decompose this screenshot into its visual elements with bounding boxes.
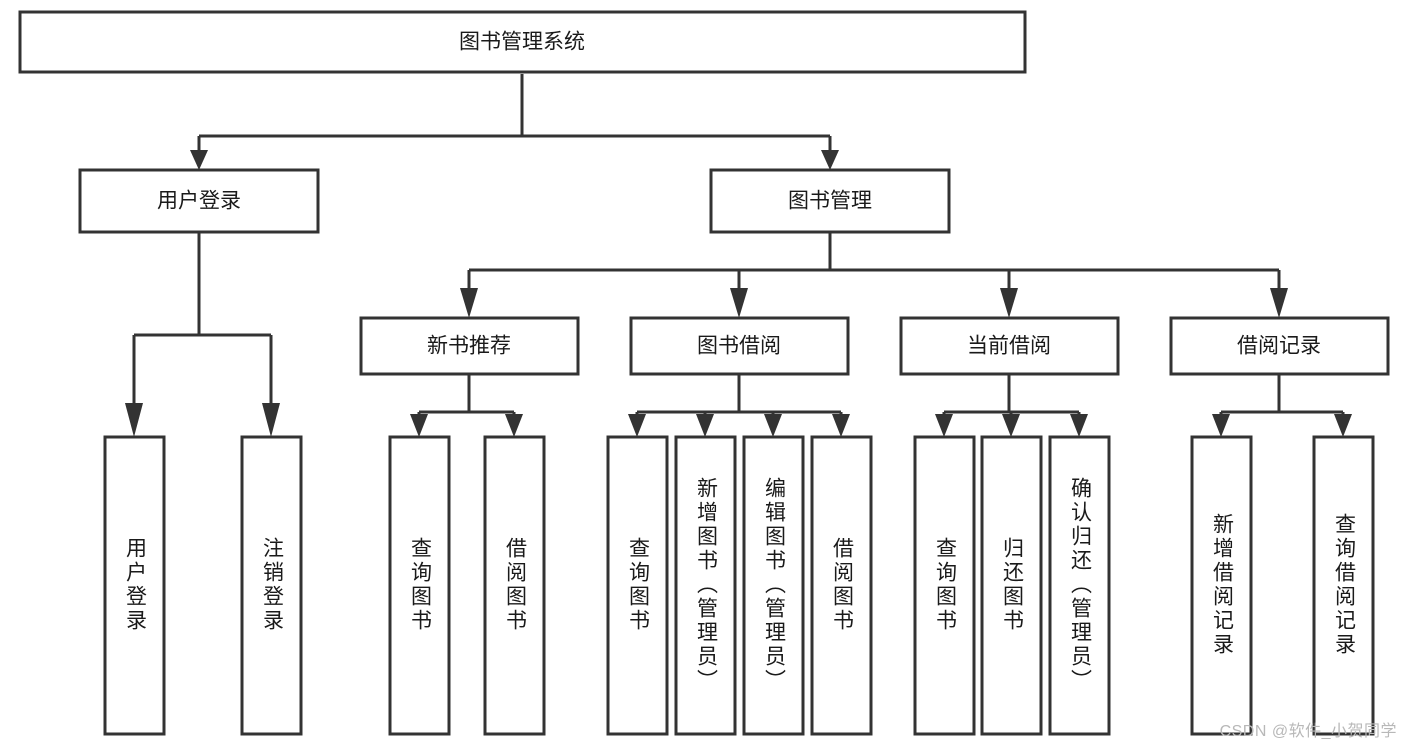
node-box[interactable] [1048, 435, 1111, 736]
node-book-borrow[interactable]: 图书借阅 [629, 316, 850, 376]
node-box[interactable] [388, 435, 451, 736]
node-box[interactable] [1312, 435, 1375, 736]
arrow-head-icon [764, 414, 782, 437]
node-leaf-add-book-admin[interactable]: 新增图书（管理员） [674, 435, 737, 736]
node-label: 注销登录 [260, 537, 284, 633]
node-label: 借阅图书 [503, 537, 527, 633]
node-box[interactable] [810, 435, 873, 736]
connector-root-to-level2 [190, 74, 839, 170]
node-box[interactable] [483, 435, 546, 736]
node-leaf-logout[interactable]: 注销登录 [240, 435, 303, 736]
node-label: 确认归还（管理员） [1068, 477, 1092, 693]
connector-borrow-record-to-leaves [1212, 374, 1352, 437]
node-box[interactable] [742, 435, 805, 736]
connector-book-borrow-to-leaves [628, 374, 850, 437]
node-label: 新书推荐 [427, 335, 511, 358]
node-box[interactable] [78, 168, 320, 234]
node-leaf-search-book-borrow[interactable]: 查询图书 [606, 435, 669, 736]
node-user-login[interactable]: 用户登录 [78, 168, 320, 234]
node-current-borrow[interactable]: 当前借阅 [899, 316, 1120, 376]
arrow-head-icon [460, 288, 478, 318]
node-label: 归还图书 [1000, 537, 1024, 633]
node-box[interactable] [606, 435, 669, 736]
arrow-head-icon [1002, 414, 1020, 437]
node-root-book-management-system[interactable]: 图书管理系统 [18, 10, 1027, 74]
node-box[interactable] [240, 435, 303, 736]
node-label: 查询图书 [408, 537, 432, 633]
connector-current-borrow-to-leaves [935, 374, 1088, 437]
node-label: 借阅图书 [830, 537, 854, 633]
node-borrow-record[interactable]: 借阅记录 [1169, 316, 1390, 376]
node-box[interactable] [629, 316, 850, 376]
node-box[interactable] [1190, 435, 1253, 736]
node-label: 借阅记录 [1237, 335, 1321, 358]
node-leaf-borrow-book-recommend[interactable]: 借阅图书 [483, 435, 546, 736]
node-leaf-user-login[interactable]: 用户登录 [103, 435, 166, 736]
arrow-head-icon [730, 288, 748, 318]
node-box[interactable] [1169, 316, 1390, 376]
node-label: 当前借阅 [967, 335, 1051, 358]
arrow-head-icon [1212, 414, 1230, 437]
node-label: 新增借阅记录 [1210, 513, 1234, 657]
node-label: 查询图书 [626, 537, 650, 633]
node-book-management[interactable]: 图书管理 [709, 168, 951, 234]
arrow-head-icon [1270, 288, 1288, 318]
arrow-head-icon [125, 403, 143, 437]
node-label: 图书管理系统 [459, 31, 585, 54]
arrow-head-icon [1070, 414, 1088, 437]
node-box[interactable] [103, 435, 166, 736]
connector-book-mgmt-to-level3 [460, 232, 1288, 318]
node-leaf-add-borrow-record[interactable]: 新增借阅记录 [1190, 435, 1253, 736]
node-label: 用户登录 [123, 537, 147, 633]
node-label: 编辑图书（管理员） [762, 477, 786, 693]
arrow-head-icon [628, 414, 646, 437]
node-box[interactable] [709, 168, 951, 234]
arrow-head-icon [190, 150, 208, 170]
arrow-head-icon [1334, 414, 1352, 437]
node-box[interactable] [980, 435, 1043, 736]
node-box[interactable] [899, 316, 1120, 376]
arrow-head-icon [935, 414, 953, 437]
node-leaf-search-book-recommend[interactable]: 查询图书 [388, 435, 451, 736]
node-box[interactable] [913, 435, 976, 736]
node-box[interactable] [359, 316, 580, 376]
node-leaf-search-borrow-record[interactable]: 查询借阅记录 [1312, 435, 1375, 736]
arrow-head-icon [262, 403, 280, 437]
arrow-head-icon [1000, 288, 1018, 318]
node-label: 新增图书（管理员） [694, 477, 718, 693]
node-leaf-confirm-return-admin[interactable]: 确认归还（管理员） [1048, 435, 1111, 736]
node-label: 图书管理 [788, 190, 872, 213]
node-leaf-borrow-book[interactable]: 借阅图书 [810, 435, 873, 736]
node-label: 查询图书 [933, 537, 957, 633]
node-leaf-search-book-current[interactable]: 查询图书 [913, 435, 976, 736]
arrow-head-icon [410, 414, 428, 437]
arrow-head-icon [832, 414, 850, 437]
connector-user-login-to-leaves [125, 232, 280, 437]
node-label: 查询借阅记录 [1332, 513, 1356, 657]
arrow-head-icon [821, 150, 839, 170]
arrow-head-icon [505, 414, 523, 437]
node-box[interactable] [18, 10, 1027, 74]
node-label: 图书借阅 [697, 335, 781, 358]
node-leaf-return-book[interactable]: 归还图书 [980, 435, 1043, 736]
node-label: 用户登录 [157, 190, 241, 213]
node-box[interactable] [674, 435, 737, 736]
node-leaf-edit-book-admin[interactable]: 编辑图书（管理员） [742, 435, 805, 736]
node-new-book-recommend[interactable]: 新书推荐 [359, 316, 580, 376]
arrow-head-icon [696, 414, 714, 437]
connector-new-book-to-leaves [410, 374, 523, 437]
